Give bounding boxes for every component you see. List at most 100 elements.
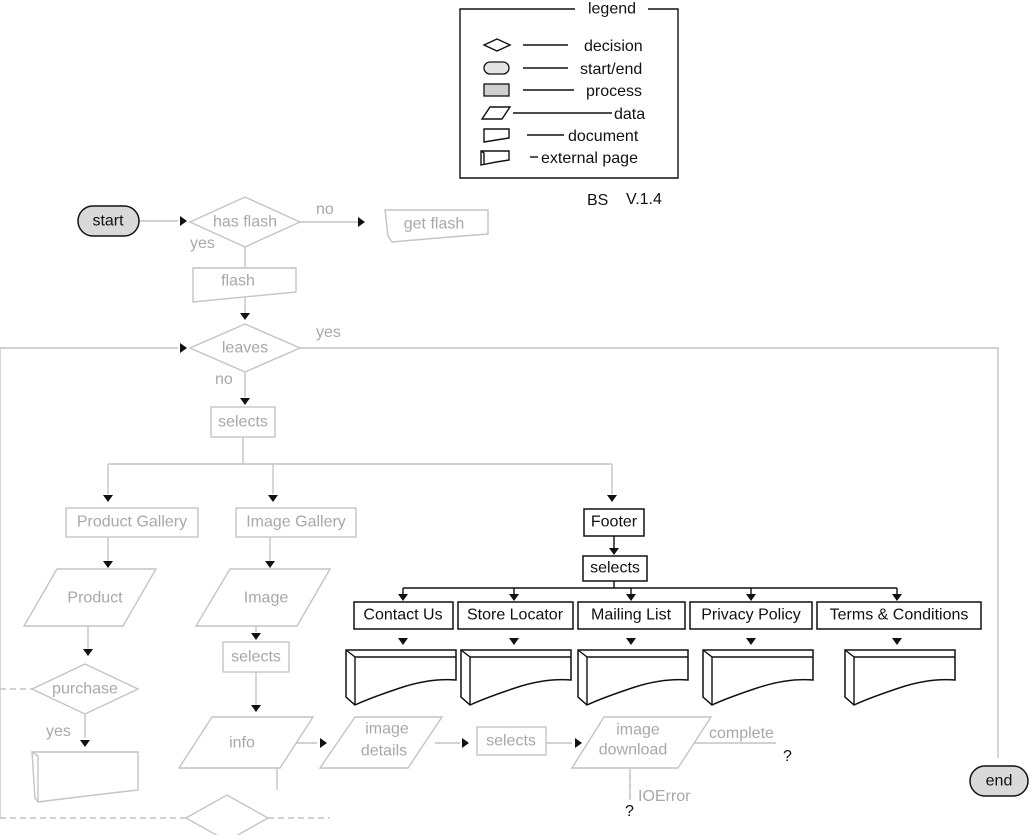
flash-label: flash (221, 273, 255, 290)
version-number: V.1.4 (626, 191, 662, 208)
selects-details-process (476, 726, 547, 756)
privacy-policy-label: Privacy Policy (701, 607, 801, 624)
legend-external-page-label: external page (541, 150, 638, 167)
flash-document (192, 267, 297, 303)
selects-details-label: selects (486, 733, 536, 750)
selects-image-label: selects (231, 649, 281, 666)
arrow-head (358, 217, 365, 227)
arrow-head (509, 594, 519, 601)
purchase-yes-label: yes (46, 723, 71, 740)
legend-document-label: document (568, 128, 639, 145)
arrow-head (240, 313, 250, 320)
mailing-list-process (577, 601, 686, 630)
start-label: start (92, 213, 124, 230)
end-label: end (986, 773, 1013, 790)
contact-us-process (353, 601, 454, 630)
legend-start-end-label: start/end (580, 61, 642, 78)
image-details-data (318, 716, 444, 769)
arrow-head (180, 343, 187, 353)
arrow-head (398, 594, 408, 601)
info-label: info (229, 735, 255, 752)
image-label: Image (244, 590, 289, 607)
legend-data-shape (480, 106, 512, 120)
arrow-head (251, 705, 261, 712)
arrow-head (251, 633, 261, 640)
product-gallery-label: Product Gallery (77, 514, 187, 531)
start-terminal (77, 205, 140, 237)
selects-main-process (210, 406, 276, 438)
legend-document-shape (483, 128, 510, 143)
get-flash-label: get flash (404, 216, 464, 233)
arrow-head (892, 594, 902, 601)
footer-connectors (402, 536, 898, 594)
arrow-head (265, 561, 275, 568)
has-flash-yes-label: yes (190, 235, 215, 252)
selects-main-label: selects (218, 414, 268, 431)
product-data (22, 568, 158, 627)
arrow-head (746, 594, 756, 601)
arrow-head (746, 638, 756, 645)
arrowheads (80, 216, 902, 748)
store-locator-external-page (460, 649, 572, 706)
info-data (177, 716, 315, 769)
selects-image-process (222, 641, 290, 673)
leaves-decision (188, 323, 302, 373)
ioerror-label: IOError (638, 788, 691, 805)
leaves-yes-label: yes (316, 324, 341, 341)
contact-us-label: Contact Us (363, 607, 442, 624)
mailing-list-label: Mailing List (591, 607, 672, 624)
arrow-head (83, 649, 93, 656)
version-author: BS (587, 192, 608, 209)
arrow-head (398, 638, 408, 645)
privacy-policy-external-page (702, 649, 814, 706)
image-download-label-line2: download (599, 742, 668, 759)
complete-label: complete (709, 725, 774, 742)
arrow-head (180, 216, 187, 226)
arrow-head (103, 561, 113, 568)
legend-process-shape (483, 83, 510, 97)
selects-footer-label: selects (590, 560, 640, 577)
get-flash-external-page (384, 209, 489, 243)
arrow-head (509, 638, 519, 645)
image-details-label-line2: details (361, 743, 407, 760)
has-flash-no-label: no (316, 201, 334, 218)
gray-connectors (0, 220, 999, 819)
arrow-head (607, 495, 617, 502)
legend-title: legend (588, 1, 636, 18)
image-data (194, 568, 332, 627)
leaves-no-label: no (215, 371, 233, 388)
legend-decision-label: decision (584, 38, 643, 55)
legend-external-page-shape (480, 150, 510, 166)
contact-us-external-page (345, 649, 457, 706)
arrow-head (240, 398, 250, 405)
arrow-head (626, 638, 636, 645)
footer-process (583, 508, 645, 537)
legend-data-label: data (614, 106, 645, 123)
complete-question-mark: ? (783, 748, 792, 765)
arrow-head (268, 495, 278, 502)
image-gallery-process (235, 507, 357, 538)
terms-conditions-process (816, 601, 982, 630)
arrow-head (575, 738, 582, 748)
arrow-head (892, 638, 902, 645)
image-download-data (570, 716, 713, 769)
legend-decision-shape (482, 38, 512, 52)
terms-conditions-external-page (844, 649, 956, 706)
arrow-head (103, 495, 113, 502)
arrow-head (320, 738, 327, 748)
purchase-label: purchase (52, 681, 118, 698)
arrow-head (626, 594, 636, 601)
store-locator-process (457, 601, 574, 630)
arrow-head (609, 548, 619, 555)
footer-label: Footer (591, 514, 638, 531)
leaves-label: leaves (222, 340, 268, 357)
product-gallery-process (65, 507, 199, 538)
privacy-policy-process (689, 601, 813, 630)
image-gallery-label: Image Gallery (246, 514, 346, 531)
purchase-decision (30, 663, 140, 715)
product-label: Product (67, 590, 123, 607)
legend-start-end-shape (483, 61, 510, 75)
image-details-label-line1: image (365, 721, 409, 738)
end-terminal (969, 765, 1029, 797)
